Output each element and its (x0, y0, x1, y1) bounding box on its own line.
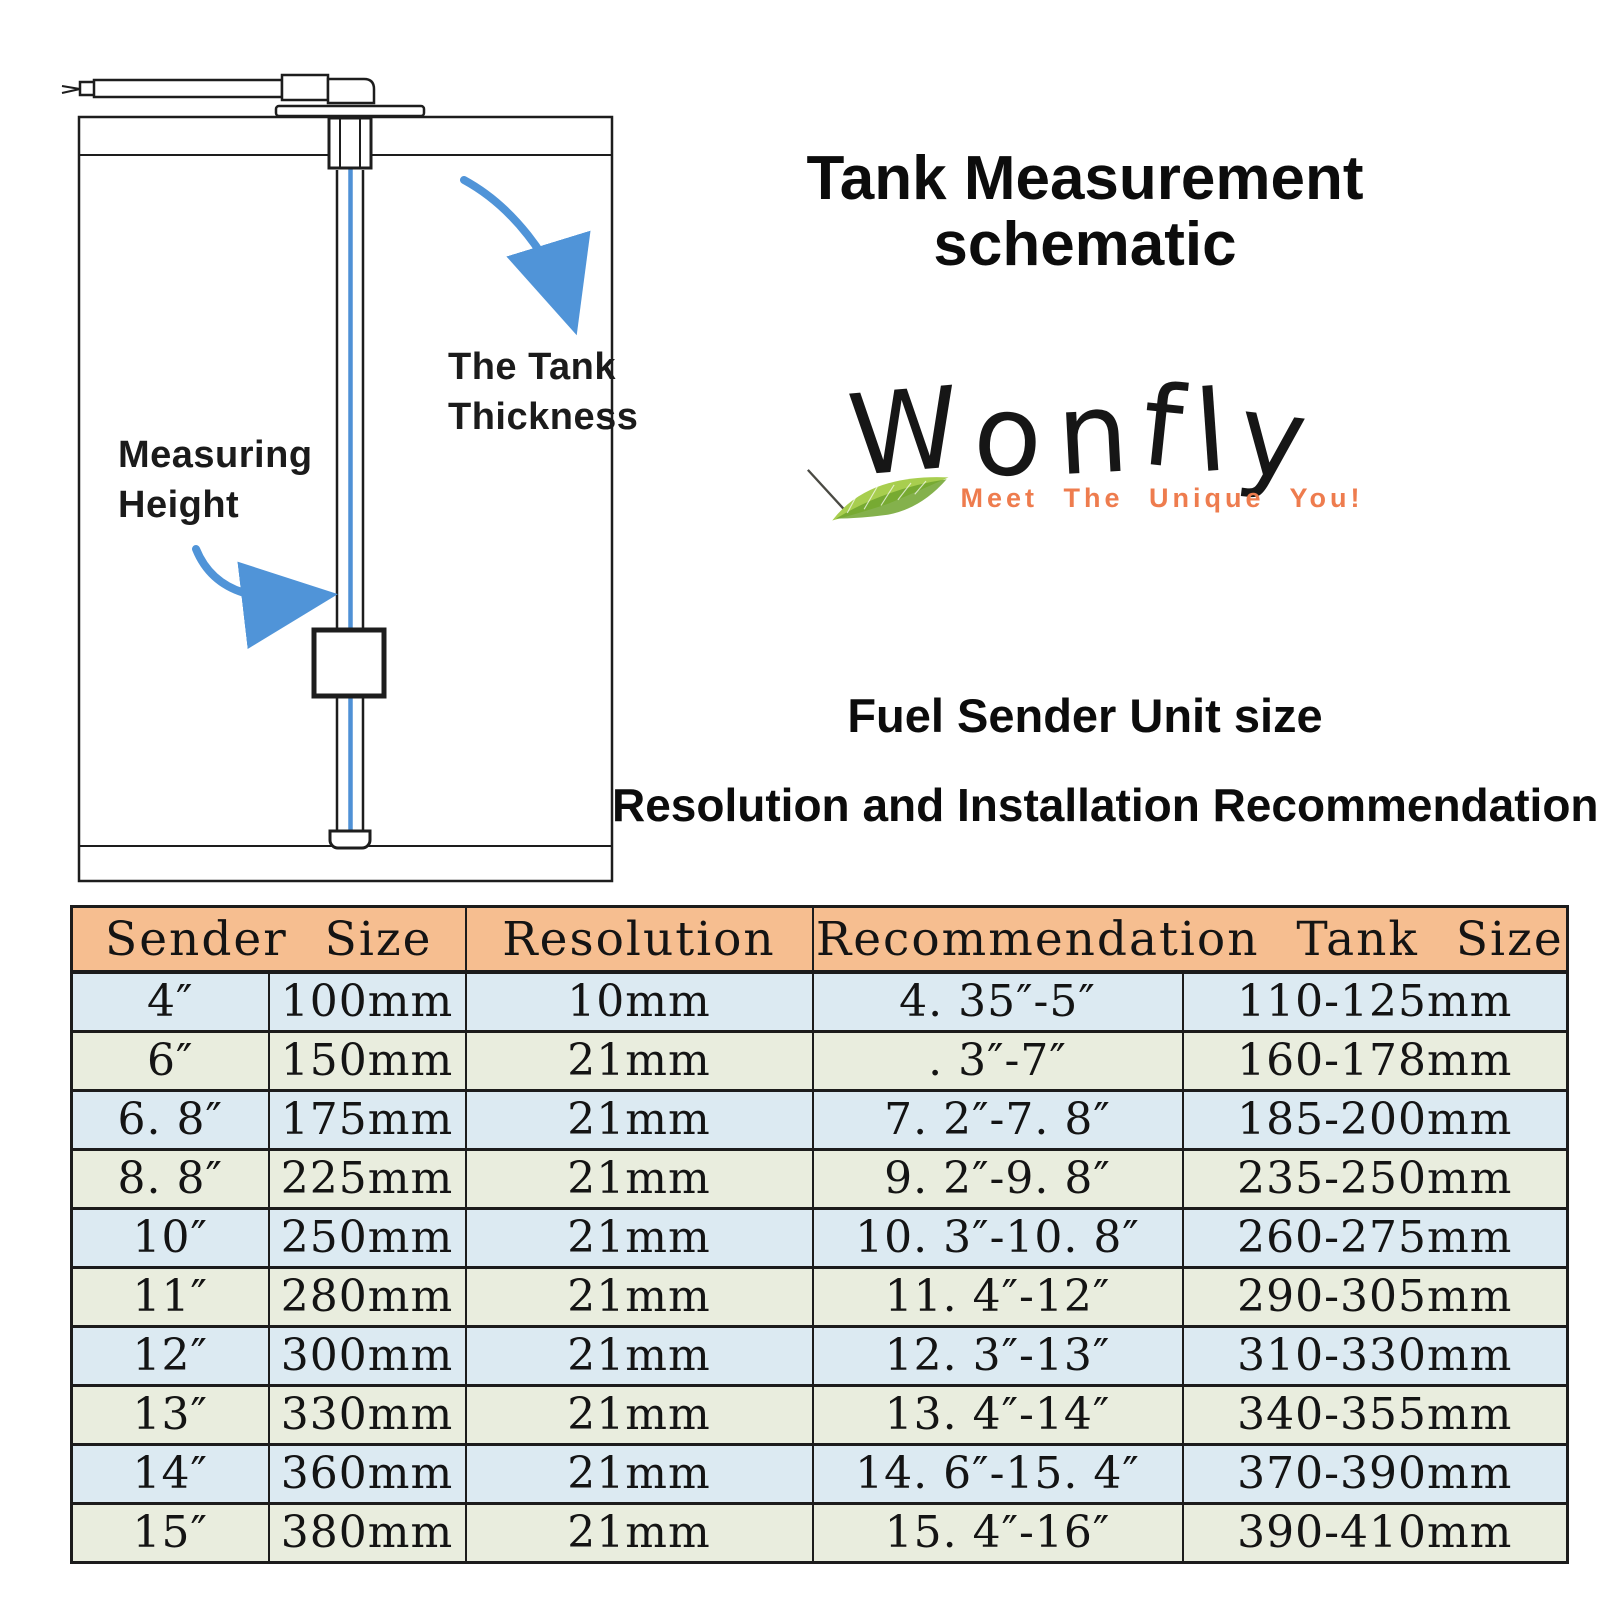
cell-recommend-in: 14. 6″-15. 4″ (811, 1443, 1184, 1505)
cell-sender-size-mm: 380mm (267, 1502, 467, 1564)
float (311, 627, 387, 699)
table-row: 13″ 330mm 21mm 13. 4″-14″ 340-355mm (70, 1384, 1569, 1446)
cell-recommend-in: 15. 4″-16″ (811, 1502, 1184, 1564)
cell-recommend-mm: 340-355mm (1181, 1384, 1569, 1446)
subtitle-resolution-recommendation: Resolution and Installation Recommendati… (612, 779, 1599, 831)
cell-recommend-mm: 370-390mm (1181, 1443, 1569, 1505)
arrow-tank-thickness (460, 176, 591, 336)
cell-sender-size-mm: 100mm (267, 970, 467, 1033)
cell-recommend-mm: 110-125mm (1181, 970, 1569, 1033)
table-row: 15″ 380mm 21mm 15. 4″-16″ 390-410mm (70, 1502, 1569, 1564)
cell-recommend-in: 13. 4″-14″ (811, 1384, 1184, 1446)
cell-recommend-mm: 310-330mm (1181, 1325, 1569, 1387)
cell-recommend-mm: 235-250mm (1181, 1148, 1569, 1210)
cell-resolution: 21mm (464, 1443, 814, 1505)
cell-sender-size-mm: 330mm (267, 1384, 467, 1446)
cell-resolution: 21mm (464, 1148, 814, 1210)
col-header-sender-size: Sender Size (70, 905, 467, 974)
label-measuring-height-line1: Measuring (118, 434, 313, 476)
cell-sender-size-in: 10″ (70, 1207, 270, 1269)
mount-flange (274, 104, 426, 118)
leaf-icon (807, 469, 949, 521)
cell-sender-size-mm: 300mm (267, 1325, 467, 1387)
label-tank-thickness: The Tank Thickness (448, 342, 638, 442)
col-header-resolution: Resolution (464, 905, 814, 974)
bottom-cap (328, 829, 372, 850)
cell-resolution: 21mm (464, 1325, 814, 1387)
table-row: 6. 8″ 175mm 21mm 7. 2″-7. 8″ 185-200mm (70, 1089, 1569, 1151)
cell-recommend-mm: 185-200mm (1181, 1089, 1569, 1151)
cell-sender-size-mm: 280mm (267, 1266, 467, 1328)
cell-sender-size-mm: 150mm (267, 1030, 467, 1092)
head-box-right (326, 77, 376, 105)
cell-recommend-in: 4. 35″-5″ (811, 970, 1184, 1033)
connector-pin (61, 85, 81, 94)
table-row: 6″ 150mm 21mm . 3″-7″ 160-178mm (70, 1030, 1569, 1092)
table-row: 8. 8″ 225mm 21mm 9. 2″-9. 8″ 235-250mm (70, 1148, 1569, 1210)
cell-recommend-in: . 3″-7″ (811, 1030, 1184, 1092)
sender-rod (335, 121, 365, 845)
cell-resolution: 21mm (464, 1502, 814, 1564)
cell-sender-size-mm: 250mm (267, 1207, 467, 1269)
cell-sender-size-in: 13″ (70, 1384, 270, 1446)
label-measuring-height-line2: Height (118, 484, 240, 526)
cell-sender-size-in: 6. 8″ (70, 1089, 270, 1151)
cell-resolution: 21mm (464, 1384, 814, 1446)
table-row: 4″ 100mm 10mm 4. 35″-5″ 110-125mm (70, 970, 1569, 1033)
table-row: 14″ 360mm 21mm 14. 6″-15. 4″ 370-390mm (70, 1443, 1569, 1505)
cell-sender-size-in: 8. 8″ (70, 1148, 270, 1210)
cell-resolution: 21mm (464, 1207, 814, 1269)
cell-recommend-in: 7. 2″-7. 8″ (811, 1089, 1184, 1151)
sender-head (61, 73, 426, 170)
cell-recommend-in: 11. 4″-12″ (811, 1266, 1184, 1328)
cell-sender-size-in: 6″ (70, 1030, 270, 1092)
label-tank-thickness-line2: Thickness (448, 396, 639, 438)
cell-resolution: 21mm (464, 1089, 814, 1151)
cell-recommend-mm: 390-410mm (1181, 1502, 1569, 1564)
tank-neck (327, 116, 373, 170)
cell-recommend-in: 10. 3″-10. 8″ (811, 1207, 1184, 1269)
cell-sender-size-mm: 360mm (267, 1443, 467, 1505)
cable-tube (92, 78, 284, 99)
cell-sender-size-mm: 175mm (267, 1089, 467, 1151)
table-header-row: Sender Size Resolution Recommendation Ta… (70, 905, 1569, 974)
cell-recommend-in: 9. 2″-9. 8″ (811, 1148, 1184, 1210)
cell-recommend-mm: 160-178mm (1181, 1030, 1569, 1092)
cell-recommend-in: 12. 3″-13″ (811, 1325, 1184, 1387)
arrow-measuring-height (192, 545, 338, 649)
cell-sender-size-mm: 225mm (267, 1148, 467, 1210)
tank-schematic (61, 73, 614, 883)
brand-tagline: Meet The Unique You! (960, 482, 1364, 513)
label-tank-thickness-line1: The Tank (448, 346, 616, 388)
subtitle-fuel-sender-size: Fuel Sender Unit size (847, 689, 1323, 742)
size-table-body: 4″ 100mm 10mm 4. 35″-5″ 110-125mm 6″ 150… (70, 970, 1569, 1564)
cell-resolution: 10mm (464, 970, 814, 1033)
col-header-recommendation-tank-size: Recommendation Tank Size (811, 905, 1569, 974)
cell-sender-size-in: 14″ (70, 1443, 270, 1505)
label-measuring-height: Measuring Height (118, 430, 313, 530)
cell-sender-size-in: 12″ (70, 1325, 270, 1387)
table-row: 11″ 280mm 21mm 11. 4″-12″ 290-305mm (70, 1266, 1569, 1328)
cell-sender-size-in: 15″ (70, 1502, 270, 1564)
table-row: 12″ 300mm 21mm 12. 3″-13″ 310-330mm (70, 1325, 1569, 1387)
cell-resolution: 21mm (464, 1030, 814, 1092)
size-table: Sender Size Resolution Recommendation Ta… (70, 905, 1570, 1564)
brand-tagline-row: Meet The Unique You! (660, 458, 1510, 538)
cell-resolution: 21mm (464, 1266, 814, 1328)
cell-sender-size-in: 4″ (70, 970, 270, 1033)
table-row: 10″ 250mm 21mm 10. 3″-10. 8″ 260-275mm (70, 1207, 1569, 1269)
cell-recommend-mm: 260-275mm (1181, 1207, 1569, 1269)
page-title: Tank Measurement schematic (806, 144, 1364, 279)
cell-sender-size-in: 11″ (70, 1266, 270, 1328)
head-box-left (280, 73, 330, 102)
cell-recommend-mm: 290-305mm (1181, 1266, 1569, 1328)
